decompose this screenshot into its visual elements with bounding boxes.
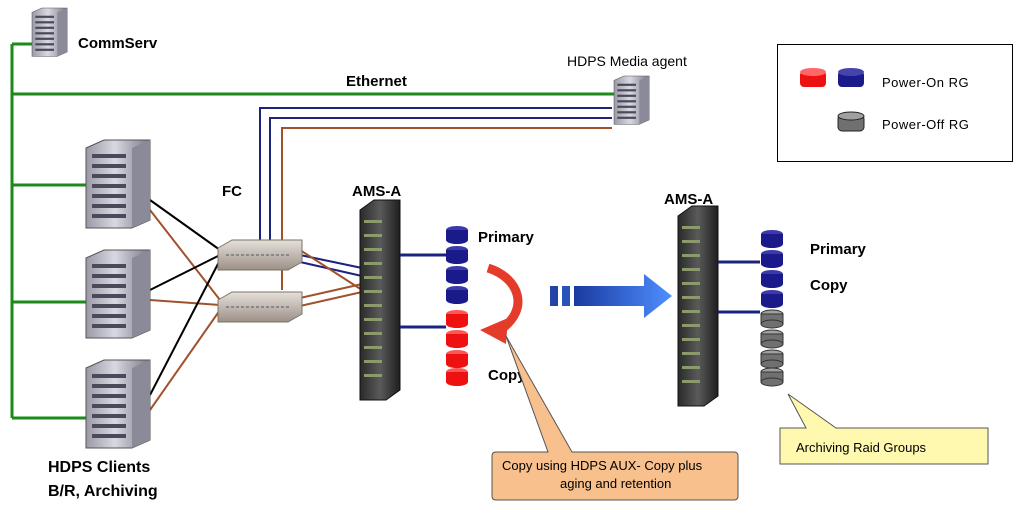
legend-power-on-label: Power-On RG [882, 75, 970, 90]
commserv-server[interactable] [31, 7, 68, 57]
primary-label-right: Primary [810, 241, 867, 258]
ams-left-label: AMS-A [352, 183, 401, 200]
curved-copy-arrow [480, 263, 523, 344]
client-server[interactable] [85, 249, 151, 339]
copy-callout-line1: Copy using HDPS AUX- Copy plus [502, 458, 703, 473]
clients-label: HDPS Clients [48, 459, 150, 476]
copy-label-right: Copy [810, 277, 848, 294]
primary-disk-stack-right [761, 230, 783, 308]
client-server[interactable] [85, 359, 151, 449]
media-agent-label: HDPS Media agent [567, 53, 687, 69]
fc-label: FC [222, 183, 242, 200]
archiving-callout-text: Archiving Raid Groups [796, 440, 927, 455]
copy-callout: Copy using HDPS AUX- Copy plus aging and… [491, 335, 739, 501]
ams-storage-right[interactable] [677, 205, 719, 407]
migration-arrow [550, 274, 672, 318]
legend-icons [800, 68, 865, 132]
copy-disk-stack-left [446, 310, 468, 386]
clients-sublabel: B/R, Archiving [48, 483, 158, 500]
legend: Power-On RG Power-Off RG [777, 44, 1013, 162]
ethernet-network [10, 42, 618, 420]
media-agent-server[interactable] [613, 75, 650, 125]
archiving-callout: Archiving Raid Groups [779, 393, 989, 465]
ams-right-label: AMS-A [664, 191, 713, 208]
ams-left-links [400, 253, 446, 329]
power-on-blue-disk-icon [838, 68, 864, 87]
fc-media-agent-links [259, 107, 612, 290]
copy-label-left: Copy [488, 367, 526, 384]
power-off-gray-disk-icon [837, 111, 865, 132]
power-on-red-disk-icon [800, 68, 826, 87]
switch-ams-cabling [299, 249, 363, 307]
ams-right-links [718, 260, 760, 314]
client-fc-cabling [149, 199, 221, 411]
fc-switch[interactable] [217, 291, 303, 323]
primary-disk-stack-left [446, 226, 468, 304]
commserv-label: CommServ [78, 35, 158, 52]
legend-power-off-label: Power-Off RG [882, 117, 970, 132]
archive-disk-stack-right [760, 309, 784, 387]
fc-switch[interactable] [217, 239, 303, 271]
client-server[interactable] [85, 139, 151, 229]
primary-label-left: Primary [478, 229, 535, 246]
ams-storage-left[interactable] [359, 199, 401, 401]
ethernet-label: Ethernet [346, 73, 407, 90]
copy-callout-line2: aging and retention [560, 476, 671, 491]
